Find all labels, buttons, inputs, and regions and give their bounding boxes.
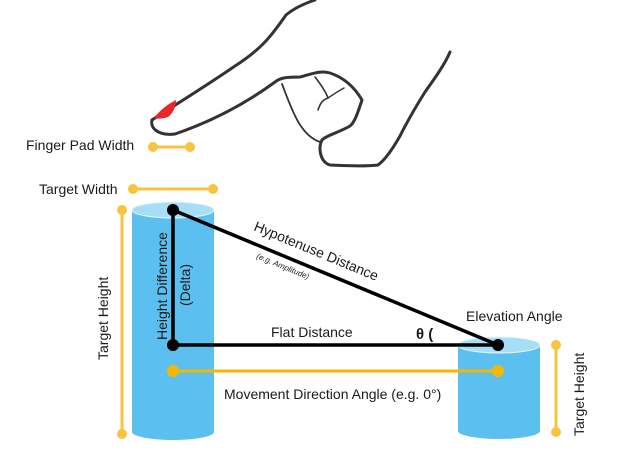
end-point (492, 339, 504, 351)
target-width-dimension (128, 184, 218, 194)
finger-pad-width-label: Finger Pad Width (26, 137, 134, 153)
target-height-left-label: Target Height (95, 277, 111, 360)
flat-distance-label: Flat Distance (271, 324, 353, 340)
height-difference-label: Height Difference (154, 232, 170, 340)
target-height-left-dimension (117, 205, 127, 439)
movement-direction-dimension (167, 365, 504, 377)
fingernail-icon (154, 100, 176, 119)
target-height-right-dimension (551, 340, 561, 437)
pointing-hand-icon (150, 0, 452, 168)
corner-point (167, 339, 179, 351)
start-point (167, 204, 179, 216)
target-width-label: Target Width (39, 181, 118, 197)
hypotenuse-line (172, 208, 499, 347)
elevation-angle-label: Elevation Angle (466, 308, 563, 324)
finger-pad-width-dimension (148, 142, 195, 152)
delta-label: (Delta) (177, 264, 193, 306)
short-target-cylinder (457, 336, 541, 439)
distance-triangle (171, 208, 499, 347)
theta-symbol: θ ( (416, 326, 433, 343)
movement-direction-angle-label: Movement Direction Angle (e.g. 0°) (224, 386, 441, 402)
target-height-right-label: Target Height (571, 353, 587, 436)
